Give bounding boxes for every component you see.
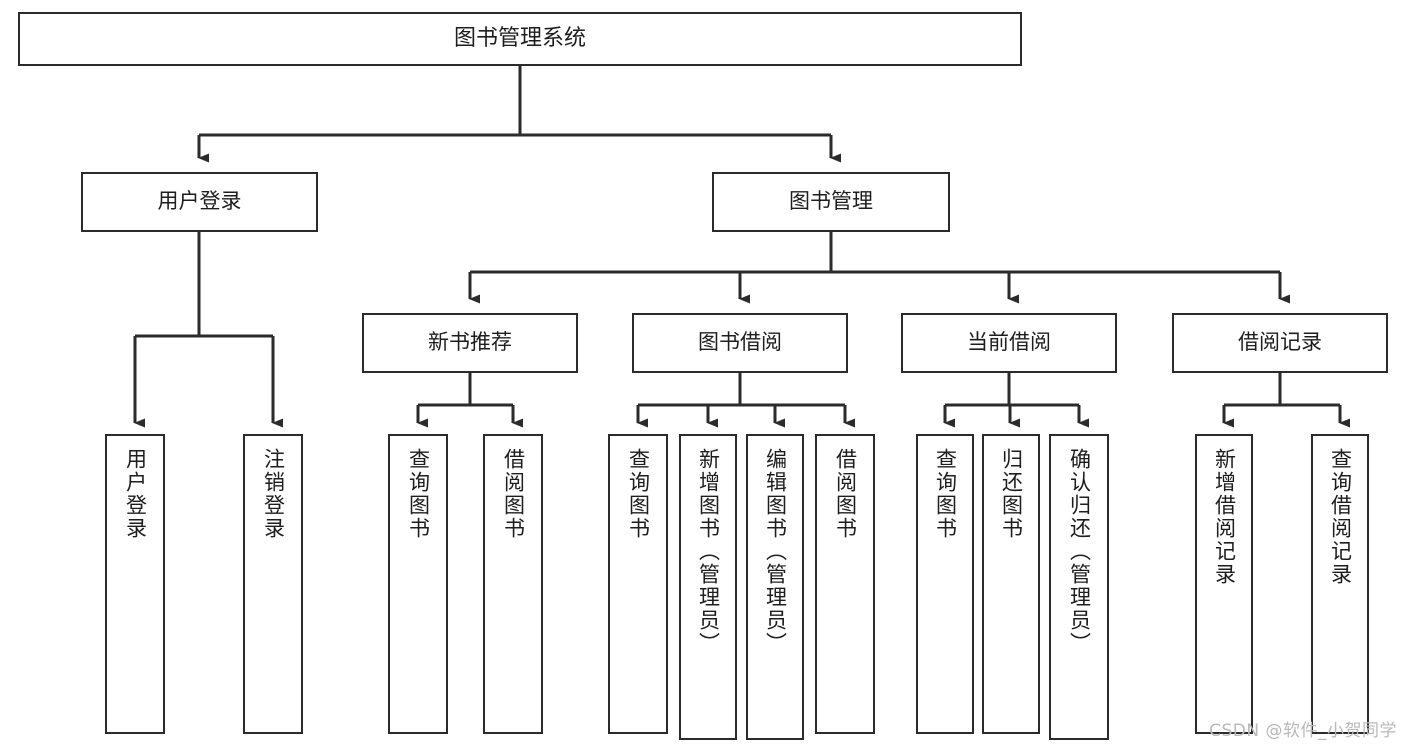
node-new-book-recommend[interactable]: 新书推荐 [362,313,578,373]
node-leaf-edit-book-admin-label: 编辑图书（管理员） [763,448,788,655]
node-root-book-management-system[interactable]: 图书管理系统 [18,12,1022,66]
node-leaf-query-book-borrow[interactable]: 查询图书 [608,434,668,734]
node-leaf-add-book-admin-label: 新增图书（管理员） [696,448,721,655]
node-leaf-query-book-recommend[interactable]: 查询图书 [388,434,448,734]
node-leaf-user-login-label: 用户登录 [123,448,148,540]
node-leaf-query-borrow-record-label: 查询借阅记录 [1328,448,1353,586]
node-book-borrow-label: 图书借阅 [698,330,782,355]
node-leaf-add-borrow-record-label: 新增借阅记录 [1212,448,1237,586]
node-leaf-logout[interactable]: 注销登录 [243,434,303,734]
node-leaf-borrow-book[interactable]: 借阅图书 [815,434,875,734]
node-current-borrow[interactable]: 当前借阅 [901,313,1117,373]
node-leaf-query-book-recommend-label: 查询图书 [406,448,431,540]
node-leaf-confirm-return-admin-label: 确认归还（管理员） [1067,448,1092,655]
node-leaf-return-book[interactable]: 归还图书 [982,434,1040,734]
node-leaf-logout-label: 注销登录 [261,448,286,540]
node-leaf-confirm-return-admin[interactable]: 确认归还（管理员） [1049,434,1109,740]
node-leaf-edit-book-admin[interactable]: 编辑图书（管理员） [746,434,804,740]
node-user-login-label: 用户登录 [157,189,242,214]
node-book-borrow[interactable]: 图书借阅 [632,313,848,373]
node-leaf-user-login[interactable]: 用户登录 [105,434,165,734]
node-borrow-record[interactable]: 借阅记录 [1172,313,1388,373]
node-leaf-return-book-label: 归还图书 [999,448,1024,540]
csdn-watermark: CSDN @软件_小贺同学 [1209,721,1397,741]
node-leaf-add-borrow-record[interactable]: 新增借阅记录 [1195,434,1253,734]
node-leaf-query-book-current[interactable]: 查询图书 [916,434,974,734]
node-leaf-borrow-book-recommend-label: 借阅图书 [501,448,526,540]
node-leaf-borrow-book-label: 借阅图书 [833,448,858,540]
node-leaf-query-book-borrow-label: 查询图书 [626,448,651,540]
node-root-label: 图书管理系统 [453,25,586,51]
node-leaf-add-book-admin[interactable]: 新增图书（管理员） [679,434,737,740]
node-leaf-borrow-book-recommend[interactable]: 借阅图书 [483,434,543,734]
node-borrow-record-label: 借阅记录 [1238,330,1322,355]
node-current-borrow-label: 当前借阅 [967,330,1051,355]
node-leaf-query-book-current-label: 查询图书 [933,448,958,540]
node-new-book-recommend-label: 新书推荐 [428,330,512,355]
node-book-management[interactable]: 图书管理 [712,172,950,232]
node-book-management-label: 图书管理 [789,189,873,214]
node-user-login[interactable]: 用户登录 [81,172,318,232]
node-leaf-query-borrow-record[interactable]: 查询借阅记录 [1311,434,1369,734]
